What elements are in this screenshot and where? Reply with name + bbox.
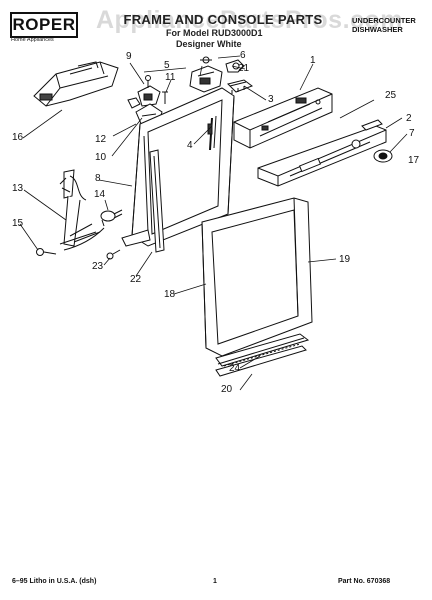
model-line: For Model RUD3000D1 [166, 28, 263, 38]
part-2-control-panel [257, 119, 387, 187]
part-24-20-bottom-trim [215, 333, 310, 377]
callout-3: 3 [268, 94, 274, 105]
part-11-screw [162, 91, 168, 104]
callout-17: 17 [408, 155, 420, 166]
callout-5: 5 [164, 60, 170, 71]
part-number: Part No. 670368 [338, 578, 391, 585]
part-17-knob [373, 149, 393, 163]
part-22-side-strip [121, 149, 165, 253]
part-15-screw [36, 248, 57, 256]
watermark: AppliancePartsPros.com [96, 6, 403, 34]
callout-18: 18 [164, 289, 176, 300]
brand-logo: ROPER [10, 12, 78, 38]
callout-1: 1 [310, 55, 316, 66]
product-type-line2: DISHWASHER [352, 25, 403, 34]
callout-2: 2 [406, 113, 412, 124]
callout-16: 16 [12, 132, 24, 143]
product-type: UNDERCOUNTER DISHWASHER [352, 16, 416, 34]
brand-name: ROPER [12, 15, 76, 34]
product-type-line1: UNDERCOUNTER [352, 16, 416, 25]
callout-13: 13 [12, 183, 24, 194]
callout-21: 21 [238, 63, 250, 74]
callout-22: 22 [130, 274, 142, 285]
callout-7: 7 [409, 128, 415, 139]
page-title: FRAME AND CONSOLE PARTS [123, 12, 323, 27]
callout-19: 19 [339, 254, 351, 265]
callout-10: 10 [95, 152, 107, 163]
part-14-switch [100, 209, 123, 227]
litho-note: 6–95 Litho in U.S.A. (dsh) [12, 578, 97, 585]
callout-12: 12 [95, 134, 107, 145]
part-1-console-panel [233, 87, 333, 149]
callout-14: 14 [94, 189, 106, 200]
callout-24: 24 [229, 363, 241, 374]
callout-15: 15 [12, 218, 24, 229]
callout-8: 8 [95, 173, 101, 184]
callout-23: 23 [92, 261, 104, 272]
part-13-wire-harness [59, 169, 105, 251]
callout-9: 9 [126, 51, 132, 62]
callout-20: 20 [221, 384, 233, 395]
part-16-console-endcap [33, 61, 119, 107]
callout-6: 6 [240, 50, 246, 61]
part-23-screw [106, 249, 121, 260]
callout-25: 25 [385, 90, 397, 101]
callout-11: 11 [165, 72, 176, 83]
page-number: 1 [213, 578, 217, 585]
part-19-door-panel [201, 197, 313, 357]
color-line: Designer White [176, 39, 242, 49]
part-5-6-21-bracket [189, 56, 254, 94]
callout-4: 4 [187, 140, 193, 151]
brand-tagline: Home Appliances [11, 37, 54, 43]
leader-lines [19, 55, 408, 391]
